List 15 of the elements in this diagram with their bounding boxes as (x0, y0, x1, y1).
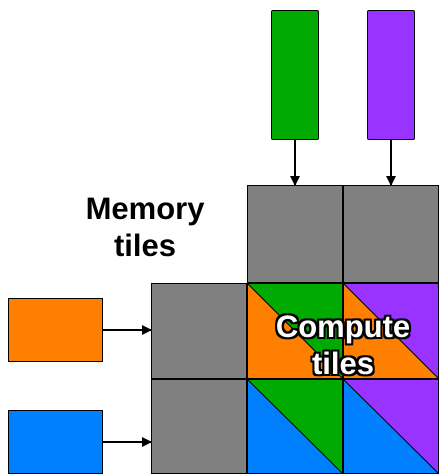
group-label: Memory tiles (84, 190, 206, 264)
memory-tile (151, 379, 247, 474)
arrow (103, 437, 152, 447)
compute-tile (343, 379, 439, 474)
memory-tile (247, 185, 343, 283)
compute-tile (247, 379, 343, 474)
row-bar (8, 298, 103, 362)
arrow (290, 140, 300, 186)
arrow (386, 140, 396, 186)
memory-tile (151, 283, 247, 379)
column-bar (271, 10, 319, 140)
row-bar (8, 410, 103, 474)
arrow (103, 325, 152, 335)
memory-tile (343, 185, 439, 283)
column-bar (367, 10, 415, 140)
